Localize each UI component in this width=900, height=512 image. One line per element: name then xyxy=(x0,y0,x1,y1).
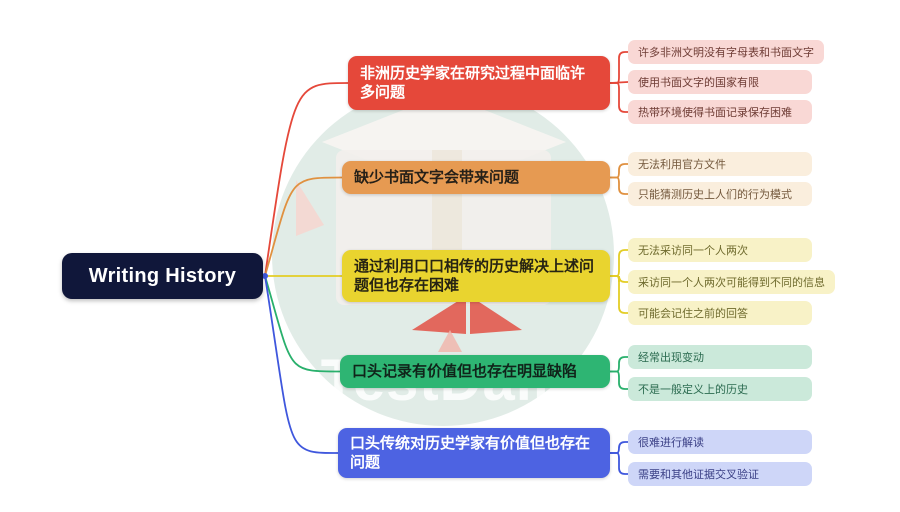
mindmap-child-node[interactable]: 经常出现变动 xyxy=(628,345,812,369)
mindmap-node-oral-history-solution[interactable]: 通过利用口口相传的历史解决上述问题但也存在困难 xyxy=(342,250,610,302)
mindmap-child-node[interactable]: 很难进行解读 xyxy=(628,430,812,454)
mindmap-child-node[interactable]: 使用书面文字的国家有限 xyxy=(628,70,812,94)
book-tail-icon xyxy=(438,330,462,352)
ribbon-icon xyxy=(296,180,324,236)
mindmap-node-african-historians[interactable]: 非洲历史学家在研究过程中面临许多问题 xyxy=(348,56,610,110)
mindmap-child-node[interactable]: 无法利用官方文件 xyxy=(628,152,812,176)
mindmap-node-oral-tradition-problems[interactable]: 口头传统对历史学家有价值但也存在问题 xyxy=(338,428,610,478)
mindmap-child-node[interactable]: 需要和其他证据交叉验证 xyxy=(628,462,812,486)
mindmap-child-node[interactable]: 许多非洲文明没有字母表和书面文字 xyxy=(628,40,824,64)
mindmap-child-node[interactable]: 可能会记住之前的回答 xyxy=(628,301,812,325)
mindmap-child-node[interactable]: 不是一般定义上的历史 xyxy=(628,377,812,401)
open-book-left-icon xyxy=(412,296,466,334)
mindmap-child-node[interactable]: 热带环境使得书面记录保存困难 xyxy=(628,100,812,124)
mindmap-node-oral-records-flaws[interactable]: 口头记录有价值但也存在明显缺陷 xyxy=(340,355,610,388)
mindmap-node-lack-of-writing[interactable]: 缺少书面文字会带来问题 xyxy=(342,161,610,194)
open-book-right-icon xyxy=(470,296,522,334)
mindmap-child-node[interactable]: 采访同一个人两次可能得到不同的信息 xyxy=(628,270,835,294)
root-node[interactable]: Writing History xyxy=(62,253,263,299)
mindmap-child-node[interactable]: 无法采访同一个人两次 xyxy=(628,238,812,262)
mindmap-child-node[interactable]: 只能猜测历史上人们的行为模式 xyxy=(628,182,812,206)
